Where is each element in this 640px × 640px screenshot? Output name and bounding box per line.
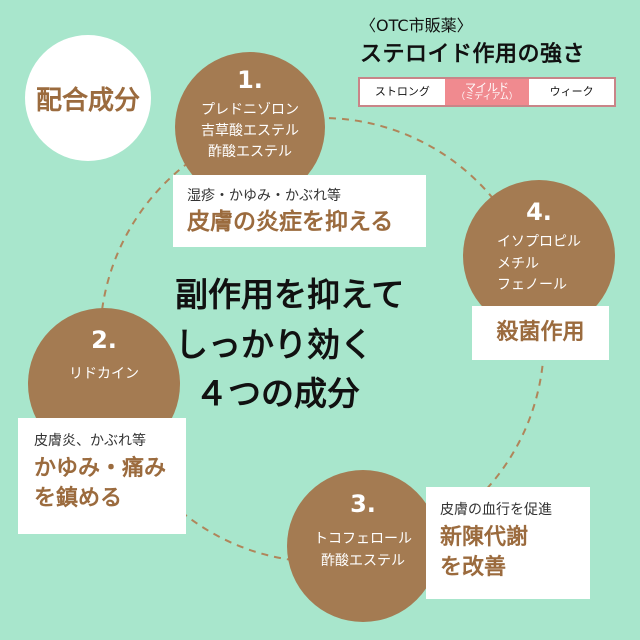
scale-strong-label: ストロング [374, 85, 430, 99]
ingredient-name: メチル [497, 255, 539, 272]
steroid-strength-scale: ストロング マイルド （ミディアム） ウィーク [358, 77, 616, 107]
ingredient-name: 酢酸エステル [208, 144, 292, 160]
ingredient-3-circle: 3. トコフェロール 酢酸エステル [287, 470, 439, 622]
scale-mild-sublabel: （ミディアム） [456, 92, 518, 103]
ingredient-name: 酢酸エステル [321, 553, 405, 570]
effect-line: 新陳代謝 [440, 525, 529, 550]
center-message: 副作用を抑えて しっかり効く ４つの成分 [175, 270, 475, 419]
ingredient-1-effect-big: 皮膚の炎症を抑える [187, 209, 394, 235]
scale-weak: ウィーク [529, 79, 614, 105]
ingredient-3-effect-box: 皮膚の血行を促進 新陳代謝 を改善 [426, 487, 590, 599]
ingredient-2-number: 2. [91, 326, 117, 354]
ingredient-3-effect-small: 皮膚の血行を促進 [440, 502, 552, 518]
ingredient-3-number: 3. [350, 490, 376, 518]
ingredient-2-effect-box: 皮膚炎、かぶれ等 かゆみ・痛み を鎮める [18, 418, 186, 534]
center-message-line: ４つの成分 [195, 374, 360, 413]
ingredient-1-names: プレドニゾロン 吉草酸エステル 酢酸エステル [201, 100, 299, 163]
ingredient-name: フェノール [497, 277, 567, 294]
ingredient-2-names: リドカイン [69, 364, 139, 386]
ingredient-2-effect-big: かゆみ・痛み を鎮める [34, 454, 170, 513]
ingredient-name: 吉草酸エステル [201, 123, 299, 139]
center-message-line: 副作用を抑えて [175, 275, 405, 314]
scale-mild-label: マイルド [465, 80, 509, 94]
effect-line: を改善 [440, 554, 507, 580]
effect-line: を鎮める [34, 485, 123, 511]
category-label: 〈OTC市販薬〉 [360, 16, 473, 35]
ingredient-3-names: トコフェロール 酢酸エステル [314, 528, 412, 573]
ingredient-2-effect-small: 皮膚炎、かぶれ等 [34, 433, 146, 449]
ingredient-name: プレドニゾロン [201, 102, 299, 118]
ingredient-1-effect-small: 湿疹・かゆみ・かぶれ等 [187, 188, 341, 204]
ingredient-name: リドカイン [69, 366, 139, 382]
ingredient-4-names: イソプロピル メチル フェノール [497, 232, 581, 297]
ingredient-3-effect-big: 新陳代謝 を改善 [440, 523, 576, 582]
ingredient-1-effect-box: 湿疹・かゆみ・かぶれ等 皮膚の炎症を抑える [173, 175, 426, 247]
scale-strong: ストロング [360, 79, 445, 105]
scale-weak-label: ウィーク [549, 85, 594, 99]
ingredient-1-number: 1. [237, 66, 263, 94]
badge-label: 配合成分 [35, 85, 140, 116]
effect-line: かゆみ・痛み [34, 456, 167, 481]
ingredient-4-effect-big: 殺菌作用 [496, 320, 585, 346]
ingredients-badge: 配合成分 [25, 35, 151, 161]
ingredient-4-effect-box: 殺菌作用 [472, 306, 609, 360]
center-message-line: しっかり効く [175, 324, 373, 364]
ingredient-4-number: 4. [526, 198, 552, 226]
ingredient-name: イソプロピル [497, 234, 581, 250]
ingredient-name: トコフェロール [314, 531, 412, 547]
scale-mild: マイルド （ミディアム） [444, 79, 530, 105]
strength-title: ステロイド作用の強さ [360, 42, 586, 67]
